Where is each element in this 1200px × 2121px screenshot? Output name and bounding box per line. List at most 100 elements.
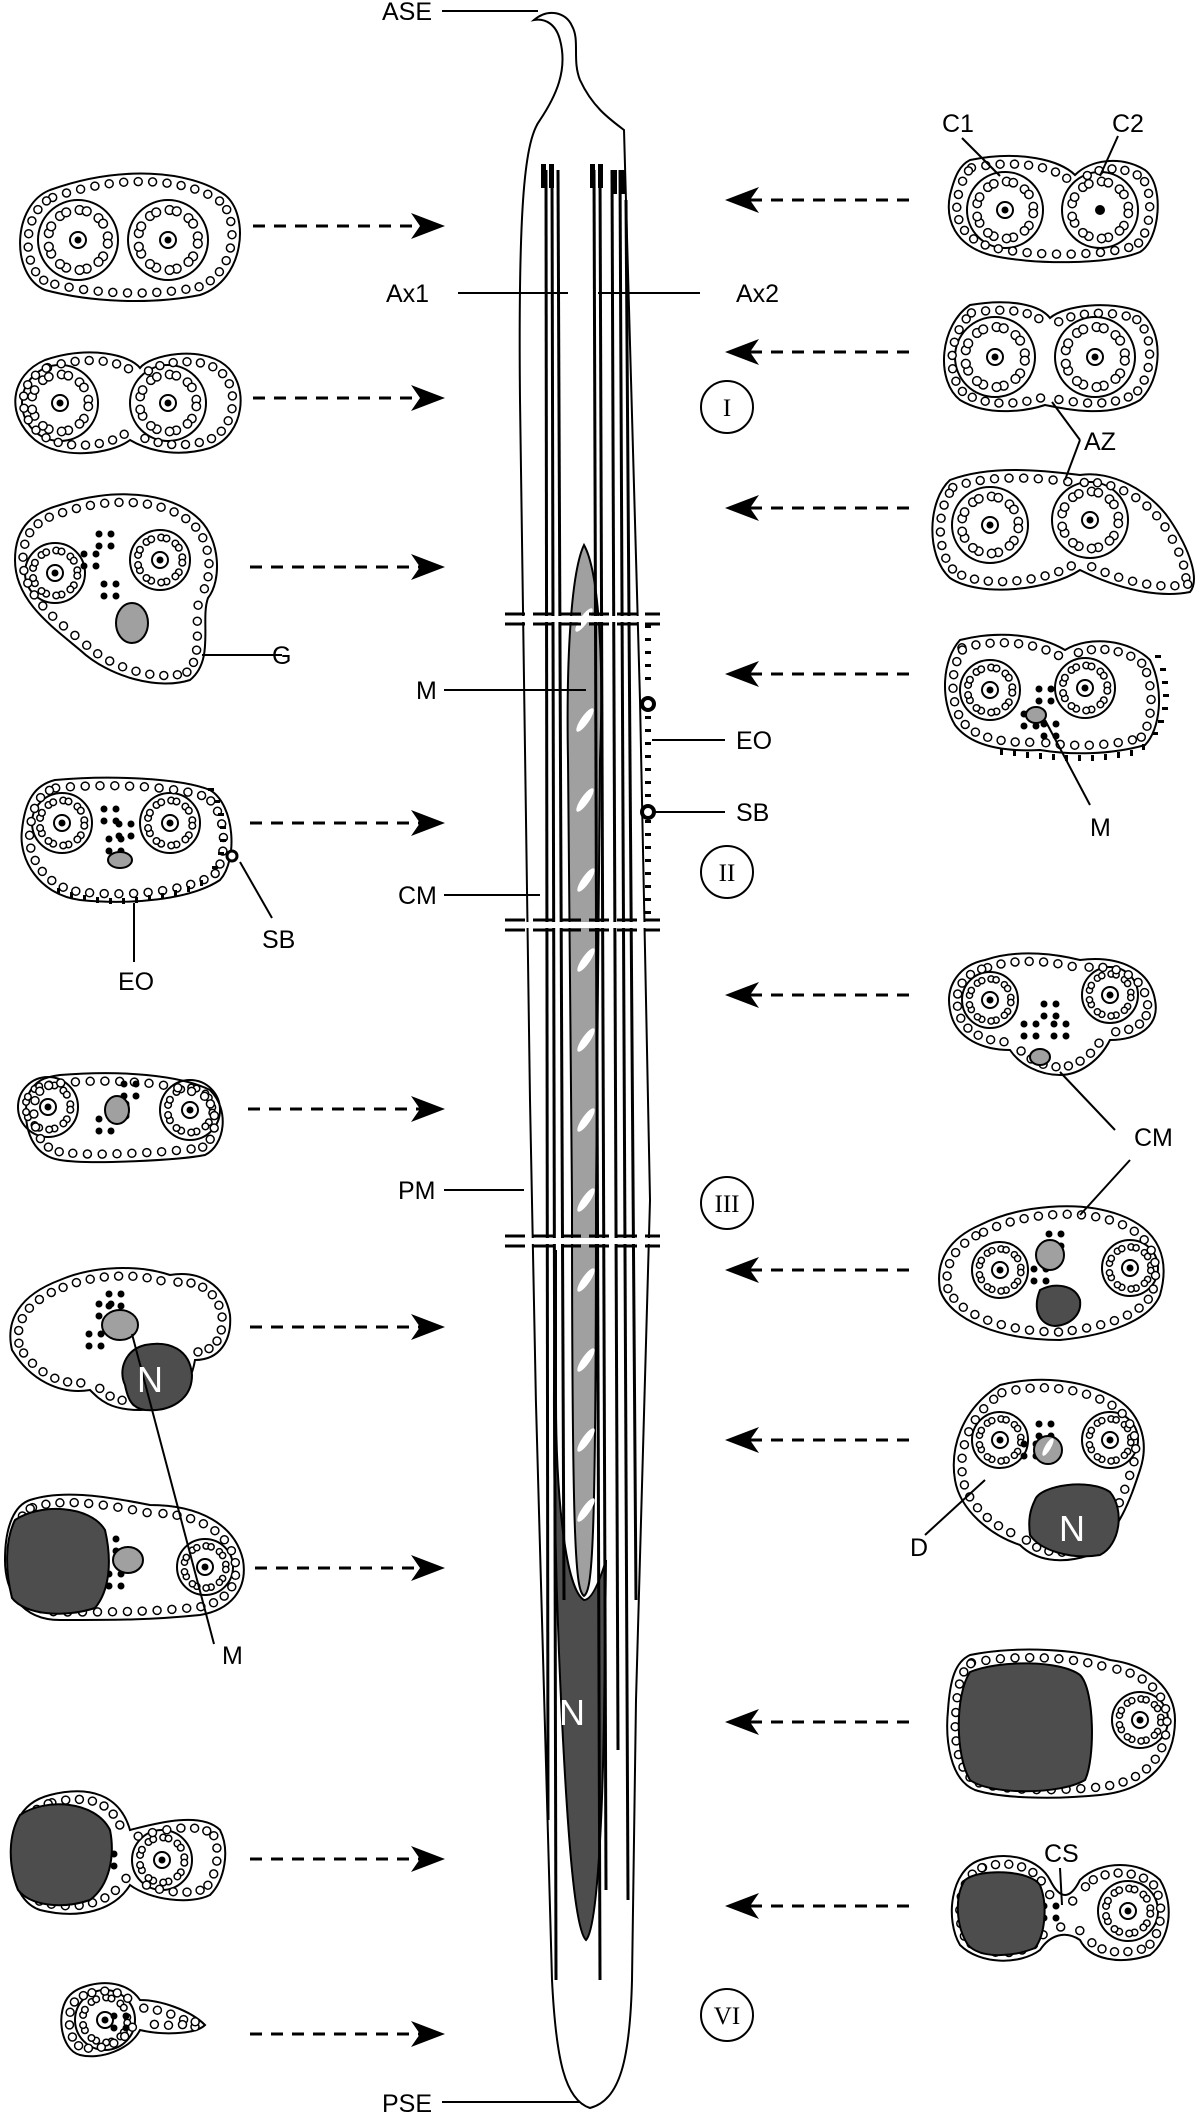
dense-dot [122,2012,130,2020]
peripheral-microtubule [203,189,213,199]
peripheral-microtubule [64,2020,75,2030]
peripheral-microtubule [192,616,203,626]
peripheral-microtubule [961,314,971,324]
peripheral-microtubule [93,286,103,296]
doublet-microtubule [164,1111,173,1120]
doublet-microtubule [977,665,986,674]
peripheral-microtubule [1067,1325,1077,1336]
peripheral-microtubule [83,1498,94,1509]
doublet-microtubule [1120,1451,1129,1460]
peripheral-microtubule [1005,1217,1015,1227]
peripheral-microtubule [1051,249,1062,259]
peripheral-microtubule [947,364,958,374]
peripheral-microtubule [1124,1470,1135,1481]
peripheral-microtubule [1010,1323,1021,1333]
peripheral-microtubule [214,196,225,206]
doublet-microtubule [1013,1424,1022,1433]
peripheral-microtubule [956,570,967,580]
peripheral-microtubule [214,267,225,277]
peripheral-microtubule [142,1147,152,1158]
doublet-microtubule [1077,227,1088,238]
peripheral-microtubule [156,1275,166,1286]
doublet-microtubule [1146,1909,1155,1918]
peripheral-microtubule [203,1880,213,1890]
peripheral-microtubule [985,638,995,648]
peripheral-microtubule [183,787,193,797]
dense-dot [120,1080,128,1088]
peripheral-microtubule [212,1843,222,1853]
doublet-microtubule [974,192,985,203]
doublet-microtubule [145,420,156,431]
section-r6 [938,1205,1165,1342]
peripheral-microtubule [17,1313,28,1324]
peripheral-microtubule [1012,576,1022,586]
peripheral-microtubule [219,1535,230,1545]
peripheral-microtubule [1142,1000,1153,1010]
peripheral-microtubule [100,1893,110,1903]
peripheral-microtubule [225,243,236,253]
peripheral-microtubule [1041,738,1051,748]
peripheral-microtubule [1061,173,1072,184]
peripheral-microtubule [205,276,216,286]
peripheral-microtubule [80,781,90,791]
peripheral-microtubule [1100,567,1110,578]
peripheral-microtubule [1118,486,1129,496]
peripheral-microtubule [1104,1215,1115,1225]
peripheral-microtubule [1139,375,1149,385]
dense-dot [1035,685,1043,693]
peripheral-microtubule [1098,962,1108,973]
peripheral-microtubule [14,1338,24,1348]
peripheral-microtubule [1028,1867,1038,1878]
doublet-microtubule [1008,688,1017,697]
peripheral-microtubule [168,1886,178,1897]
peripheral-microtubule [107,435,118,445]
peripheral-microtubule [217,368,228,379]
peripheral-microtubule [208,362,218,372]
peripheral-microtubule [198,1518,209,1529]
peripheral-microtubule [1112,1664,1122,1674]
peripheral-microtubule [1095,1320,1106,1330]
dense-dot [1040,1000,1048,1008]
peripheral-microtubule [953,189,964,200]
peripheral-microtubule [206,796,216,806]
peripheral-microtubule [1033,1211,1044,1221]
doublet-microtubule [983,1452,992,1461]
doublet-microtubule [1103,686,1112,695]
doublet-microtubule [967,986,976,995]
peripheral-microtubule [192,631,203,641]
peripheral-microtubule [199,584,210,594]
peripheral-microtubule [41,432,51,443]
peripheral-microtubule [30,855,40,866]
peripheral-microtubule [19,403,29,413]
peripheral-microtubule [978,1404,989,1414]
peripheral-microtubule [1011,1385,1021,1395]
doublet-microtubule [192,1543,201,1552]
doublet-microtubule [137,385,148,396]
doublet-microtubule [186,382,197,393]
doublet-microtubule [147,535,156,544]
peripheral-microtubule [1142,501,1152,511]
peripheral-microtubule [181,513,191,524]
peripheral-microtubule [185,1513,196,1524]
peripheral-microtubule [176,1823,186,1833]
doublet-microtubule [83,401,94,412]
doublet-microtubule [992,976,1000,984]
peripheral-microtubule [978,1227,989,1237]
peripheral-microtubule [1068,1386,1078,1396]
peripheral-microtubule [954,324,964,335]
peripheral-microtubule [128,1271,138,1282]
peripheral-microtubule [98,1500,109,1510]
peripheral-microtubule [1035,393,1046,403]
peripheral-microtubule [110,1885,121,1896]
peripheral-microtubule [1095,247,1106,258]
peripheral-microtubule [30,370,41,380]
peripheral-microtubule [1143,1294,1154,1305]
dense-dot [132,1092,140,1100]
peripheral-microtubule [85,1076,95,1087]
peripheral-microtubule [111,359,122,369]
microtubule-doublets [8,159,1193,2053]
mitochondrion-cristae [575,608,595,1522]
dense-dot [107,542,115,550]
peripheral-microtubule [1146,694,1156,705]
doublet-microtubule [1000,1011,1009,1020]
